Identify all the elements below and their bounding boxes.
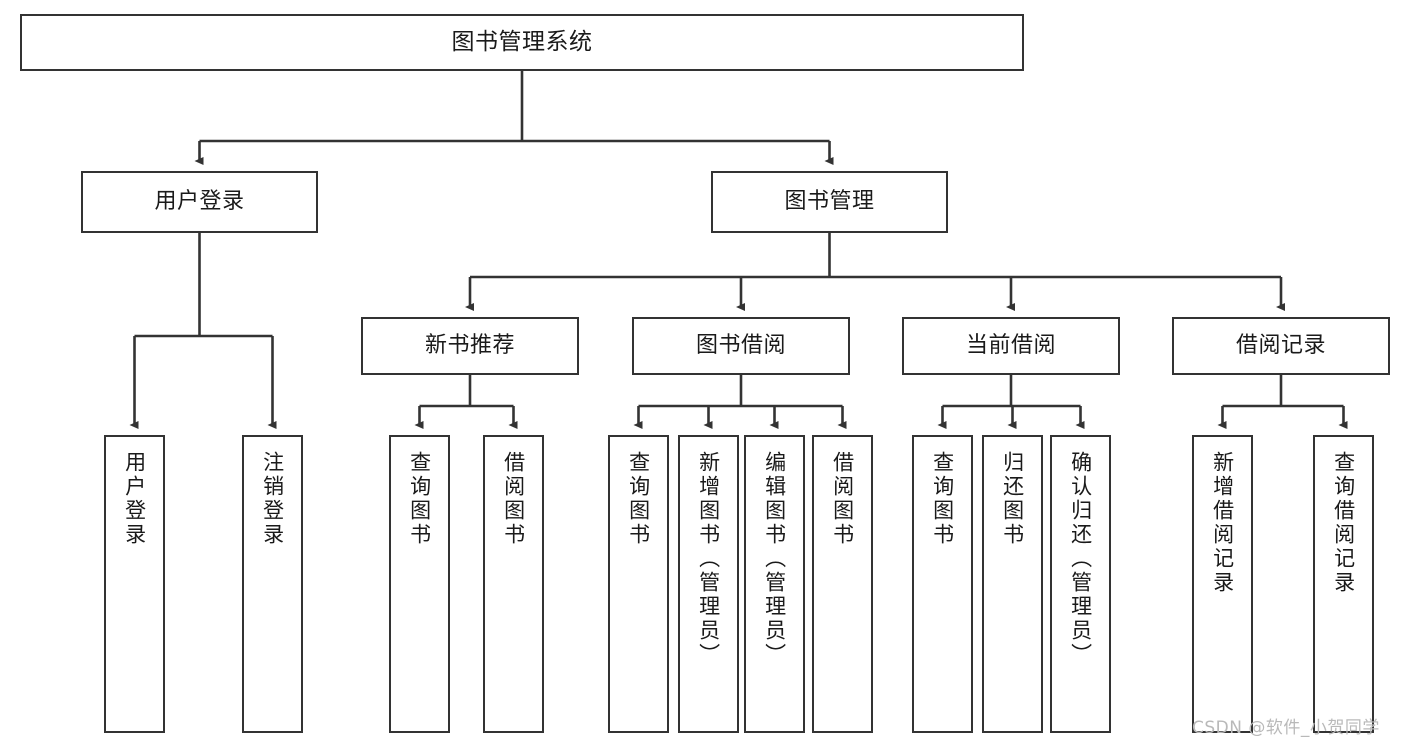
node-l3-12[interactable]: 查询借阅记录 [1313,435,1374,733]
node-label: 注销登录 [260,451,285,547]
node-l3-5[interactable]: 新增图书（管理员） [678,435,739,733]
node-l3-11[interactable]: 新增借阅记录 [1192,435,1253,733]
node-label: 新增借阅记录 [1210,451,1235,595]
node-l3-7[interactable]: 借阅图书 [812,435,873,733]
node-l2-2[interactable]: 当前借阅 [902,317,1120,375]
node-label: 当前借阅 [965,333,1056,359]
node-l3-4[interactable]: 查询图书 [608,435,669,733]
node-l3-0[interactable]: 用户登录 [104,435,165,733]
node-label: 图书管理 [784,189,875,215]
node-l3-1[interactable]: 注销登录 [242,435,303,733]
node-l1-1[interactable]: 图书管理 [711,171,948,233]
node-l3-9[interactable]: 归还图书 [982,435,1043,733]
node-label: 用户登录 [154,189,245,215]
csdn-watermark: CSDN @软件_小贺同学 [1192,718,1380,738]
node-l3-2[interactable]: 查询图书 [389,435,450,733]
node-label: 图书借阅 [695,333,786,359]
node-label: 用户登录 [122,451,147,547]
node-l3-3[interactable]: 借阅图书 [483,435,544,733]
node-label: 借阅图书 [501,451,526,547]
node-label: 新增图书（管理员） [696,451,721,667]
node-l3-8[interactable]: 查询图书 [912,435,973,733]
node-label: 归还图书 [1000,451,1025,547]
node-label: 查询图书 [626,451,651,547]
node-l2-0[interactable]: 新书推荐 [361,317,579,375]
node-l3-10[interactable]: 确认归还（管理员） [1050,435,1111,733]
node-l3-6[interactable]: 编辑图书（管理员） [744,435,805,733]
node-label: 借阅图书 [830,451,855,547]
node-label: 借阅记录 [1235,333,1326,359]
node-l1-0[interactable]: 用户登录 [81,171,318,233]
node-l2-3[interactable]: 借阅记录 [1172,317,1390,375]
node-label: 图书管理系统 [451,29,593,56]
node-label: 编辑图书（管理员） [762,451,787,667]
node-label: 新书推荐 [424,333,515,359]
node-label: 查询图书 [407,451,432,547]
node-root[interactable]: 图书管理系统 [20,14,1024,71]
node-label: 查询图书 [930,451,955,547]
node-l2-1[interactable]: 图书借阅 [632,317,850,375]
node-label: 确认归还（管理员） [1068,451,1093,667]
node-label: 查询借阅记录 [1331,451,1356,595]
